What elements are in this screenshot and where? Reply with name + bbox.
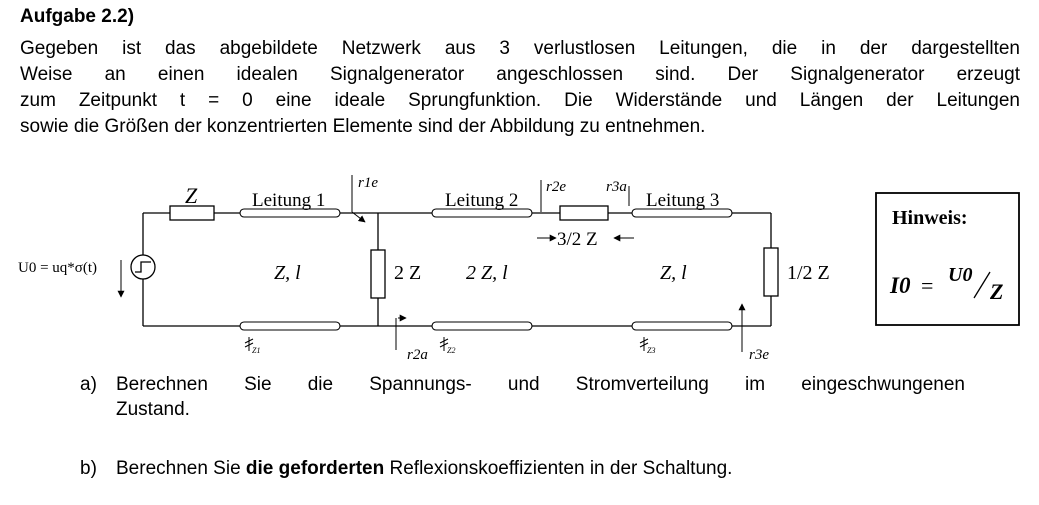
shunt-resistor [370, 249, 386, 299]
line2-top-symbol [431, 208, 533, 218]
line3-params: Z, l [660, 262, 687, 284]
line2-name: Leitung 2 [445, 190, 518, 211]
intro-line: Weise an einen idealen Signalgenerator a… [20, 64, 1020, 85]
line3-bottom-symbol [631, 321, 733, 331]
line3-top-symbol [631, 208, 733, 218]
load-resistor [763, 247, 779, 297]
line1-name: Leitung 1 [252, 190, 325, 211]
shunt-resistor-label: 2 Z [394, 262, 421, 284]
hint-denominator: Z [989, 279, 1003, 304]
load-resistor-label: 1/2 Z [787, 262, 830, 284]
line2-bottom-symbol [431, 321, 533, 331]
reflection-r3a: r3a [606, 179, 627, 195]
hint-lhs: I0 [889, 273, 911, 298]
task-b-text-bold: die geforderten [245, 458, 385, 479]
line1-impedance-mark: Z1 [252, 346, 260, 355]
task-heading: Aufgabe 2.2) [20, 6, 135, 27]
source-resistor [169, 205, 215, 221]
line2-impedance-mark: Z2 [447, 346, 455, 355]
source-resistor-label: Z [185, 183, 198, 208]
circuit-diagram: U0 = uq*σ(t) Z Leitung 1 Leitung 2 Leitu… [18, 175, 1020, 363]
reflection-r2e: r2e [546, 179, 566, 195]
task-description: Gegeben ist das abgebildete Netzwerk aus… [20, 36, 1020, 140]
task-b-text-post: Reflexionskoeffizienten in der Schaltung… [384, 458, 733, 479]
hint-equals: = [921, 273, 933, 298]
intro-line: zum Zeitpunkt t = 0 eine ideale Sprungfu… [20, 90, 1020, 111]
series-resistor [559, 205, 609, 221]
line1-params: Z, l [274, 262, 301, 284]
hint-numerator: U0 [948, 264, 972, 286]
source-label: U0 = uq*σ(t) [18, 260, 97, 276]
hint-box: Hinweis: I0 = U0 Z [875, 192, 1020, 326]
line1-top-symbol [239, 208, 341, 218]
hint-title: Hinweis: [892, 207, 968, 229]
series-resistor-label: 3/2 Z [557, 229, 598, 250]
intro-line: Gegeben ist das abgebildete Netzwerk aus… [20, 38, 1020, 59]
line2-params: 2 Z, l [466, 262, 508, 284]
task-b: b) Berechnen Sie die geforderten Reflexi… [80, 456, 980, 481]
voltage-source [130, 254, 156, 280]
line1-bottom-symbol [239, 321, 341, 331]
line3-impedance-mark: Z3 [647, 346, 655, 355]
reflection-r3e: r3e [749, 347, 769, 363]
task-a: a) Berechnen Sie die Spannungs- und Stro… [80, 372, 965, 422]
line3-name: Leitung 3 [646, 190, 719, 211]
reflection-r1e: r1e [358, 175, 378, 191]
task-b-text-pre: Berechnen Sie [116, 458, 246, 479]
reflection-r2a: r2a [407, 347, 428, 363]
task-b-label: b) [80, 458, 97, 479]
task-a-text-line2: Zustand. [116, 399, 190, 420]
task-a-text-line1: Berechnen Sie die Spannungs- und Stromve… [116, 374, 965, 395]
task-a-label: a) [80, 374, 97, 395]
intro-line: sowie die Größen der konzentrierten Elem… [20, 116, 706, 137]
